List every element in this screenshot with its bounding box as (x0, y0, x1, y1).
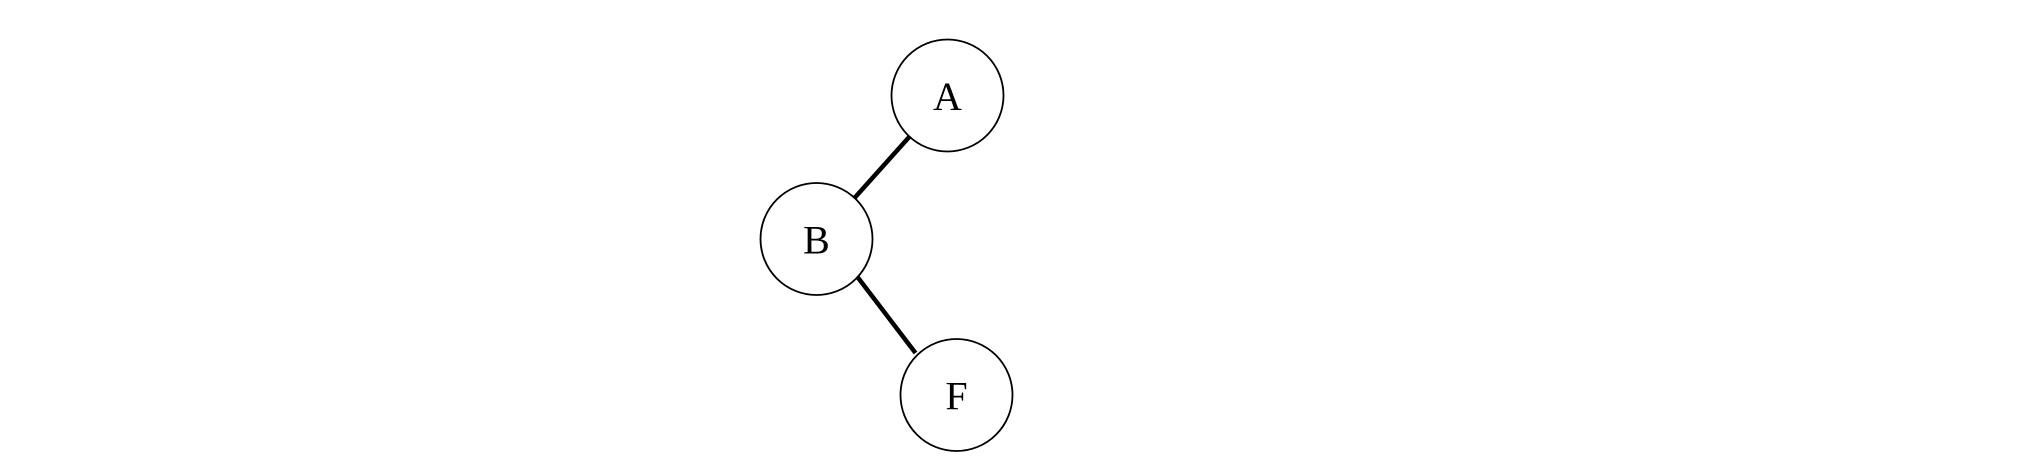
graph-node-a[interactable]: A (890, 38, 1005, 153)
graph-node-circle-b[interactable] (759, 182, 874, 296)
graph-node-label-f: F (945, 374, 967, 419)
edge-layer (852, 135, 918, 355)
graph-node-circle-f[interactable] (899, 338, 1014, 452)
graph-node-label-b: B (803, 218, 830, 263)
node-layer: A B F (759, 38, 1014, 452)
graph-edge-b-f (855, 275, 918, 355)
graph-node-label-a: A (933, 74, 962, 119)
graph-node-f[interactable]: F (899, 338, 1014, 452)
graph-node-circle-a[interactable] (890, 38, 1005, 153)
graph-node-b[interactable]: B (759, 182, 874, 296)
graph-edge-a-b (852, 135, 912, 200)
